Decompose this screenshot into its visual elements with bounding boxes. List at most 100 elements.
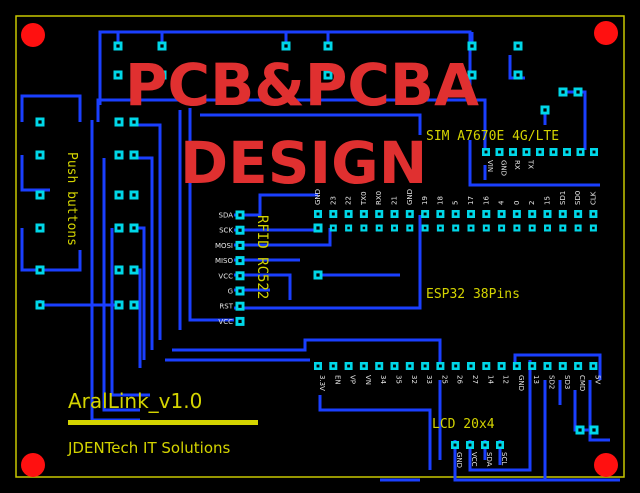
esp32-top-pin-label: SD0 xyxy=(574,191,582,205)
esp32-bottom-pad-drill xyxy=(561,364,565,368)
esp32-top-pad-inner-drill xyxy=(439,226,442,230)
sim-pin-label: RX xyxy=(513,160,521,170)
esp32-bottom-pin-label: 25 xyxy=(440,375,448,384)
esp32-bottom-pad-drill xyxy=(393,364,396,368)
esp32-bottom-pad-drill xyxy=(500,364,504,368)
push-button-pad-drill xyxy=(38,303,42,307)
rfid-pin-label: G xyxy=(228,288,233,296)
esp32-top-pad-drill xyxy=(484,212,488,216)
sim-pad-drill xyxy=(525,150,528,154)
esp32-top-pad-inner-drill xyxy=(561,226,565,230)
esp32-top-pad-drill xyxy=(377,212,381,216)
esp32-top-pad-drill xyxy=(423,212,427,216)
sim-aux-pad-drill xyxy=(543,108,547,112)
esp32-top-pad-inner-drill xyxy=(530,226,534,230)
esp32-top-pin-label: 16 xyxy=(482,196,490,205)
push-buttons-label: Push buttons xyxy=(64,152,79,246)
esp32-bottom-pin-label: EN xyxy=(333,375,341,385)
esp32-top-pin-label: 19 xyxy=(421,196,429,205)
esp32-bottom-pin-label: 3.3V xyxy=(318,375,326,391)
esp32-bottom-pad-drill xyxy=(484,364,488,368)
rfid-pad-drill xyxy=(238,243,242,248)
lcd-pin-label: SCL xyxy=(500,452,508,465)
top-header-pad-drill xyxy=(516,73,520,77)
lcd-pad-drill xyxy=(483,443,487,447)
top-header-pad-drill xyxy=(326,44,330,48)
sim-pad-drill xyxy=(565,150,569,154)
push-button-pad-drill xyxy=(38,120,42,124)
esp32-top-pin-label: 22 xyxy=(345,196,353,205)
esp32-top-pad-inner-drill xyxy=(332,226,335,230)
rfid-pin-label: MISO xyxy=(215,257,234,265)
esp32-bottom-pad-drill xyxy=(469,364,473,368)
esp32-top-pad-drill xyxy=(576,212,580,216)
sim-pin-label: GND xyxy=(500,160,508,176)
mount-hole-top-right xyxy=(594,21,618,45)
esp32-top-pin-label: 21 xyxy=(391,196,399,205)
rfid-pin-label: VCC xyxy=(218,318,233,326)
top-header-pad-drill xyxy=(284,44,288,48)
push-button-pad-drill xyxy=(117,303,121,307)
rfid-pin-label: SDA xyxy=(219,212,234,220)
esp32-top-pad-drill xyxy=(469,212,473,216)
rfid-pad-drill xyxy=(238,289,242,293)
esp32-top-pin-label: GND xyxy=(314,189,322,205)
esp32-top-pad-inner-drill xyxy=(377,226,381,230)
push-button-pad-drill xyxy=(38,226,42,230)
mount-hole-top-left xyxy=(21,23,45,47)
esp32-top-pad-drill xyxy=(316,212,320,216)
lcd-pin-label: VCC xyxy=(470,452,478,467)
lcd-pad-drill xyxy=(453,443,457,447)
esp32-bottom-pad-drill xyxy=(331,364,335,368)
top-header-pad-drill xyxy=(470,44,474,48)
sim-pad-drill xyxy=(579,150,582,154)
project-underline xyxy=(68,420,258,425)
rfid-pin-label: VCC xyxy=(218,272,233,280)
esp32-bottom-pin-label: 35 xyxy=(395,375,403,384)
esp32-bottom-pad-drill xyxy=(438,364,442,368)
esp32-bottom-pad-drill xyxy=(530,364,534,368)
esp32-top-pad-inner-drill xyxy=(347,226,350,230)
esp32-top-pad-drill xyxy=(530,212,534,216)
rfid-label: RFID RC522 xyxy=(254,215,270,299)
esp32-top-pad-drill xyxy=(438,212,442,216)
esp32-top-pin-label: 23 xyxy=(329,196,337,205)
rfid-pad-drill xyxy=(238,274,242,278)
esp32-label: ESP32 38Pins xyxy=(426,287,520,302)
esp32-top-pad-inner-drill xyxy=(485,226,488,230)
esp32-bottom-pad-drill xyxy=(377,364,381,368)
esp32-bottom-pad-drill xyxy=(515,364,519,368)
sim-pin-label: TX xyxy=(527,159,535,169)
pad-layer xyxy=(35,41,599,449)
rfid-pad-drill xyxy=(238,319,242,324)
esp32-extra-pad-drill xyxy=(316,273,320,277)
esp32-top-pad-drill xyxy=(561,212,565,216)
esp32-top-pin-label: CLK xyxy=(589,191,597,205)
push-button-pad-drill xyxy=(117,120,121,124)
push-button-pad-drill xyxy=(117,268,121,272)
mounting-holes xyxy=(21,21,618,477)
esp32-top-pin-label: 15 xyxy=(544,196,552,205)
project-name: AralLink_v1.0 xyxy=(68,389,202,413)
esp32-top-pad-drill xyxy=(546,212,549,216)
push-button-pad-drill xyxy=(132,303,136,307)
esp32-top-pad-inner-drill xyxy=(469,226,473,230)
sim-module-label: SIM A7670E 4G/LTE xyxy=(426,129,559,144)
rfid-pad-drill xyxy=(238,213,242,217)
rfid-pad-drill xyxy=(238,258,242,263)
lcd-pad-drill xyxy=(468,443,472,447)
mount-hole-bottom-left xyxy=(21,453,45,477)
esp32-top-pin-label: 4 xyxy=(498,200,506,205)
esp32-bottom-pin-label: SD3 xyxy=(563,375,571,389)
esp32-top-pad-inner-drill xyxy=(454,226,457,230)
company-name: JDENTech IT Solutions xyxy=(67,439,230,457)
push-button-pad-drill xyxy=(38,153,42,157)
lcd-pin-label: GND xyxy=(455,452,463,468)
sim-pad-drill xyxy=(511,150,515,154)
headline-line-1: PCB&PCBA xyxy=(125,51,479,119)
esp32-top-pin-label: 0 xyxy=(513,201,521,205)
rfid-pin-label: MOSI xyxy=(215,242,233,250)
